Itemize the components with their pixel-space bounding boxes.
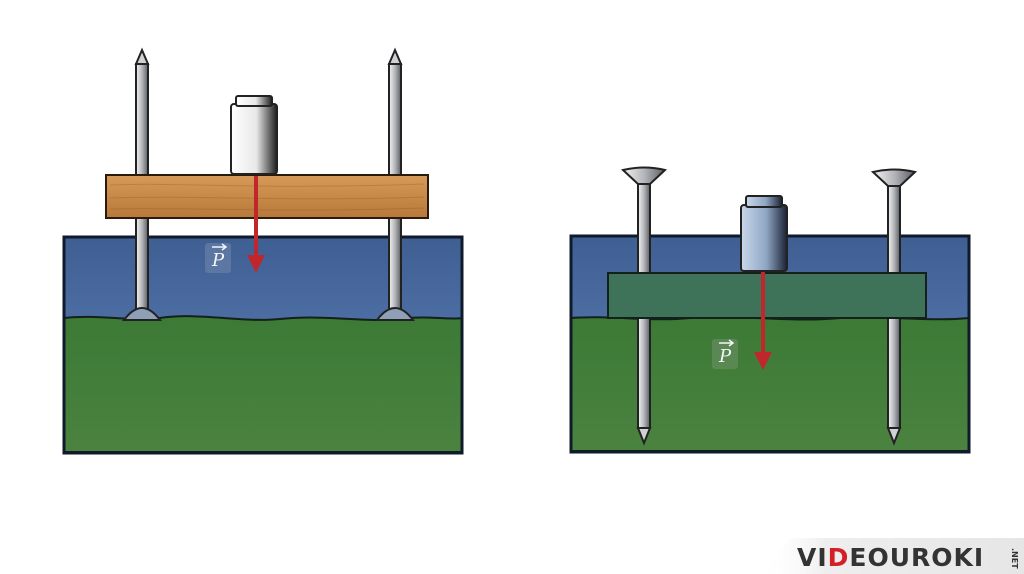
svg-text:P: P [718,346,732,367]
svg-text:.NET: .NET [1010,548,1019,569]
left-setup: P [62,47,464,455]
left-weight [230,95,278,175]
right-wooden-board [607,272,927,319]
left-tank-outline [62,235,464,455]
left-soil [63,315,463,453]
left-force-arrow [247,176,265,273]
right-force-arrow [754,272,772,370]
svg-text:VIDEOUROKI: VIDEOUROKI [797,543,984,572]
right-weight [740,195,788,272]
right-soil [570,315,970,452]
right-force-label: P [712,339,738,369]
left-tank [62,235,464,455]
svg-text:P: P [211,250,225,271]
left-wooden-board [105,174,429,219]
left-force-label: P [205,243,231,273]
videouroki-logo: VIDEOUROKI .NET [760,538,1024,574]
right-setup: P [569,166,971,454]
